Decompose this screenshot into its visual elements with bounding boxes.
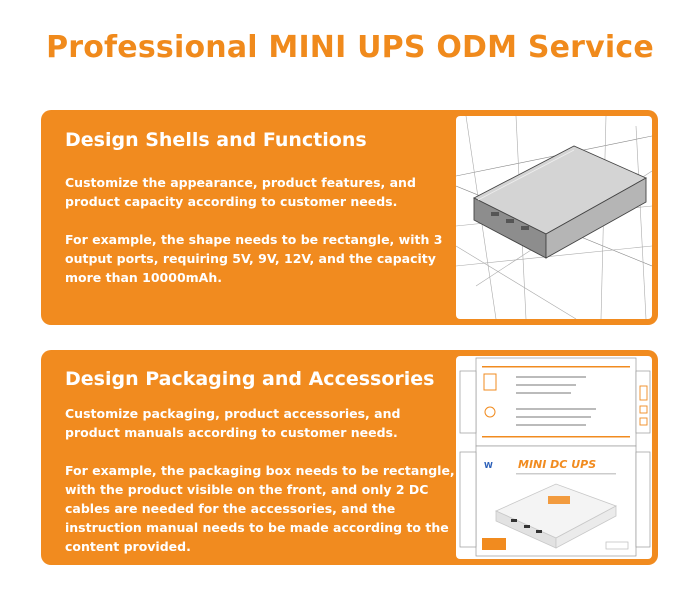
card-design-packaging: Design Packaging and Accessories Customi…: [41, 350, 658, 565]
card-description: Customize packaging, product accessories…: [65, 406, 401, 440]
card-example: For example, the packaging box needs to …: [65, 463, 455, 554]
card-heading: Design Packaging and Accessories: [65, 368, 435, 390]
page-title: Professional MINI UPS ODM Service: [46, 30, 654, 65]
box-label: MINI DC UPS: [518, 458, 596, 471]
ups-wireframe-drawing: [456, 116, 652, 319]
card-heading: Design Shells and Functions: [65, 129, 367, 151]
card-example: For example, the shape needs to be recta…: [65, 232, 443, 285]
packaging-dieline-image: W MINI DC UPS: [456, 356, 652, 559]
svg-text:W: W: [484, 461, 493, 470]
card-description: Customize the appearance, product featur…: [65, 175, 416, 209]
card-design-shells: Design Shells and Functions Customize th…: [41, 110, 658, 325]
packaging-dieline-drawing: W MINI DC UPS: [459, 357, 651, 557]
ups-wireframe-image: [456, 116, 652, 319]
